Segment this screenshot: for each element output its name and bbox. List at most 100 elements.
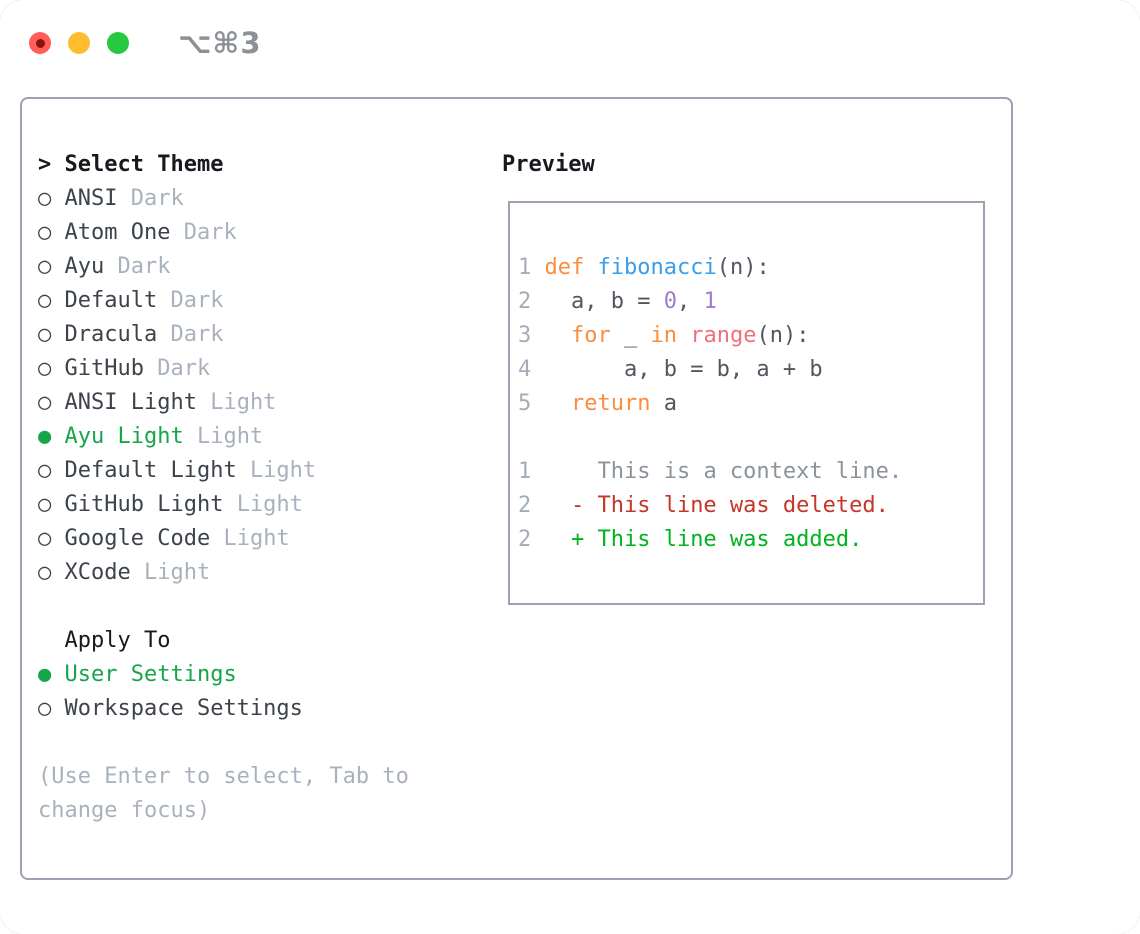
theme-variant: Dark — [183, 220, 237, 245]
theme-variant: Light — [236, 492, 303, 517]
token-kw: def — [544, 255, 585, 280]
token-num: 2 — [518, 289, 571, 314]
theme-variant: Light — [249, 458, 317, 483]
token-pln: _ — [610, 323, 651, 348]
select-theme-header: > Select Theme — [38, 148, 409, 182]
radio-unselected-icon: ○ — [38, 322, 65, 347]
theme-name: Google Code — [64, 526, 224, 551]
theme-option-atom-one-dark[interactable]: ○ Atom One Dark — [38, 216, 409, 250]
theme-option-github-dark[interactable]: ○ GitHub Dark — [38, 352, 409, 386]
token-const: 1 — [703, 289, 717, 314]
code-line-5: 5 return a — [518, 387, 902, 421]
theme-option-default-light-light[interactable]: ○ Default Light Light — [38, 454, 409, 488]
token-ctx: This is a context line. — [597, 459, 903, 484]
preview-title: Preview — [502, 152, 595, 177]
apply-to-title: Apply To — [38, 628, 171, 653]
theme-name: XCode — [64, 560, 144, 585]
close-button[interactable] — [29, 32, 51, 54]
select-theme-title: Select Theme — [64, 152, 224, 177]
apply-option-label: User Settings — [64, 662, 237, 687]
theme-option-google-code-light[interactable]: ○ Google Code Light — [38, 522, 409, 556]
theme-list: > Select Theme○ ANSI Dark○ Atom One Dark… — [38, 148, 409, 828]
prompt-icon: > — [38, 152, 65, 177]
theme-option-default-dark[interactable]: ○ Default Dark — [38, 284, 409, 318]
token-num: 3 — [518, 323, 571, 348]
theme-variant: Light — [210, 390, 277, 415]
token-pln: , — [676, 289, 704, 314]
token-pln: a, b = — [570, 289, 664, 314]
token-pln — [677, 323, 690, 348]
apply-option-workspace-settings[interactable]: ○ Workspace Settings — [38, 692, 409, 726]
token-num: 2 — [518, 493, 571, 518]
radio-unselected-icon: ○ — [38, 390, 65, 415]
theme-name: Ayu — [64, 254, 118, 279]
token-kw: for — [570, 323, 611, 348]
theme-option-github-light-light[interactable]: ○ GitHub Light Light — [38, 488, 409, 522]
hint-line-1: (Use Enter to select, Tab to — [38, 760, 409, 794]
token-pln: (n): — [756, 323, 810, 348]
token-del: - This line was deleted. — [570, 493, 889, 518]
token-kw: in — [650, 323, 677, 348]
radio-unselected-icon: ○ — [38, 186, 65, 211]
theme-name: Ayu Light — [64, 424, 197, 449]
token-num: 1 — [518, 255, 545, 280]
theme-option-ayu-light-light[interactable]: ● Ayu Light Light — [38, 420, 409, 454]
token-call: range — [690, 323, 757, 348]
apply-option-label: Workspace Settings — [64, 696, 303, 721]
token-pln: a — [650, 391, 677, 416]
theme-name: ANSI — [64, 186, 131, 211]
token-add: + This line was added. — [570, 527, 863, 552]
token-num: 2 — [518, 527, 571, 552]
token-pln — [584, 255, 597, 280]
theme-variant: Light — [223, 526, 290, 551]
radio-unselected-icon: ○ — [38, 696, 65, 721]
hint-text: (Use Enter to select, Tab to — [38, 764, 409, 789]
theme-option-dracula-dark[interactable]: ○ Dracula Dark — [38, 318, 409, 352]
theme-name: ANSI Light — [64, 390, 211, 415]
minimize-button[interactable] — [68, 32, 90, 54]
radio-unselected-icon: ○ — [38, 458, 65, 483]
theme-variant: Light — [143, 560, 211, 585]
radio-unselected-icon: ○ — [38, 254, 65, 279]
code-line-7: 1 This is a context line. — [518, 455, 902, 489]
token-pln: (n): — [716, 255, 770, 280]
zoom-button[interactable] — [107, 32, 129, 54]
theme-option-xcode-light[interactable]: ○ XCode Light — [38, 556, 409, 590]
theme-option-ansi-dark[interactable]: ○ ANSI Dark — [38, 182, 409, 216]
token-kw: return — [570, 391, 651, 416]
radio-unselected-icon: ○ — [38, 288, 65, 313]
theme-variant: Light — [196, 424, 264, 449]
theme-variant: Dark — [130, 186, 184, 211]
spacer-row — [38, 590, 409, 624]
radio-unselected-icon: ○ — [38, 526, 65, 551]
theme-name: GitHub Light — [64, 492, 237, 517]
hint-line-2: change focus) — [38, 794, 409, 828]
token-pln: a, b = b, a + b — [623, 357, 823, 382]
radio-selected-icon: ● — [38, 424, 65, 449]
theme-option-ansi-light-light[interactable]: ○ ANSI Light Light — [38, 386, 409, 420]
theme-name: Dracula — [64, 322, 171, 347]
window-titlebar: ⌥⌘3 — [29, 26, 262, 60]
theme-variant: Dark — [117, 254, 171, 279]
radio-unselected-icon: ○ — [38, 560, 65, 585]
theme-name: GitHub — [64, 356, 158, 381]
radio-selected-icon: ● — [38, 662, 65, 687]
token-const: 0 — [663, 289, 677, 314]
code-line-6 — [518, 421, 902, 455]
code-line-8: 2 - This line was deleted. — [518, 489, 902, 523]
token-fn: fibonacci — [597, 255, 717, 280]
window-shortcut-label: ⌥⌘3 — [178, 26, 262, 60]
theme-name: Atom One — [64, 220, 184, 245]
code-line-4: 4 a, b = b, a + b — [518, 353, 902, 387]
code-line-2: 2 a, b = 0, 1 — [518, 285, 902, 319]
theme-variant: Dark — [170, 288, 224, 313]
theme-option-ayu-dark[interactable]: ○ Ayu Dark — [38, 250, 409, 284]
spacer-row — [38, 726, 409, 760]
token-num: 5 — [518, 391, 571, 416]
radio-unselected-icon: ○ — [38, 356, 65, 381]
apply-option-user-settings[interactable]: ● User Settings — [38, 658, 409, 692]
code-line-9: 2 + This line was added. — [518, 523, 902, 557]
apply-to-header: Apply To — [38, 624, 409, 658]
